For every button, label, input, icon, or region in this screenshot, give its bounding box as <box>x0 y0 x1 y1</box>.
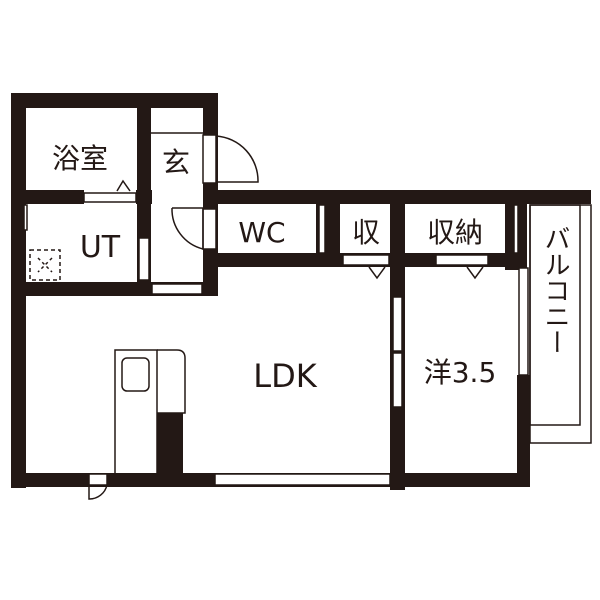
room-label-storage: 収納 <box>427 216 483 249</box>
openings <box>23 134 529 486</box>
door-swings <box>29 132 592 500</box>
room-label-ldk: LDK <box>253 357 317 395</box>
room-labels: 浴室 玄 UT WC 収 収納 LDK 洋3.5 バルコニー <box>52 142 570 395</box>
room-label-toilet: WC <box>238 216 285 249</box>
room-label-entrance: 玄 <box>162 146 190 179</box>
room-label-utility: UT <box>80 230 121 265</box>
walls <box>11 93 591 490</box>
room-label-western-room: 洋3.5 <box>424 356 497 389</box>
room-label-balcony: バルコニー <box>540 225 570 355</box>
room-label-storage-small: 収 <box>352 216 380 249</box>
room-label-bath: 浴室 <box>52 142 108 175</box>
